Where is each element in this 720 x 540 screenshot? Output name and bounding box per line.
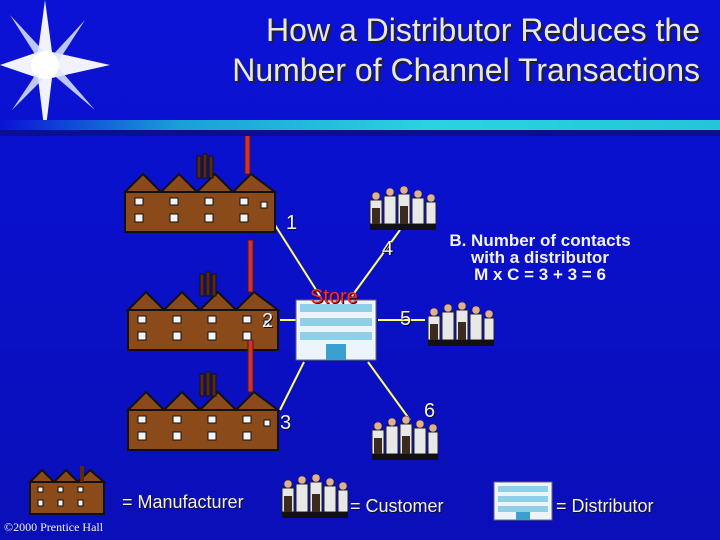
- page-title: How a Distributor Reduces the Number of …: [100, 10, 700, 90]
- title-divider-band: [0, 120, 720, 132]
- legend-customer-icon: [281, 473, 349, 519]
- legend-manufacturer-label: = Manufacturer: [122, 492, 244, 512]
- legend-customer-label: = Customer: [350, 496, 444, 516]
- contact-number-5: 5: [400, 308, 412, 330]
- line-3: [279, 361, 305, 411]
- legend-distributor-label: = Distributor: [556, 496, 654, 516]
- title-divider-shadow: [0, 130, 720, 136]
- line-4: [351, 229, 401, 297]
- store-label: Store: [310, 286, 358, 308]
- contact-number-6: 6: [424, 400, 436, 422]
- store-building-icon: [295, 299, 377, 361]
- starburst-icon: [0, 0, 110, 135]
- copyright: ©2000 Prentice Hall: [4, 520, 104, 534]
- contacts-note-line-3: M x C = 3 + 3 = 6: [474, 265, 606, 284]
- contact-number-4: 4: [382, 238, 394, 260]
- contacts-note-line-1: B. Number of contacts: [449, 231, 631, 250]
- factory-icon: [127, 239, 279, 351]
- factory-icon: [124, 121, 276, 233]
- contact-number-3: 3: [280, 412, 292, 434]
- customer-group-icon: [427, 301, 495, 347]
- contacts-note: B. Number of contacts with a distributor…: [420, 232, 660, 283]
- legend-factory-icon: [27, 466, 107, 515]
- line-6: [367, 361, 411, 421]
- contact-number-1: 1: [286, 212, 298, 234]
- title-line-2: Number of Channel Transactions: [232, 52, 700, 88]
- title-line-1: How a Distributor Reduces the: [266, 12, 700, 48]
- customer-group-icon: [369, 185, 437, 231]
- line-1: [274, 224, 321, 297]
- legend-distributor-icon: [493, 481, 553, 521]
- factory-icon: [127, 339, 279, 451]
- connection-lines: [274, 224, 425, 421]
- contact-number-2: 2: [262, 310, 274, 332]
- contacts-note-line-2: with a distributor: [471, 248, 609, 267]
